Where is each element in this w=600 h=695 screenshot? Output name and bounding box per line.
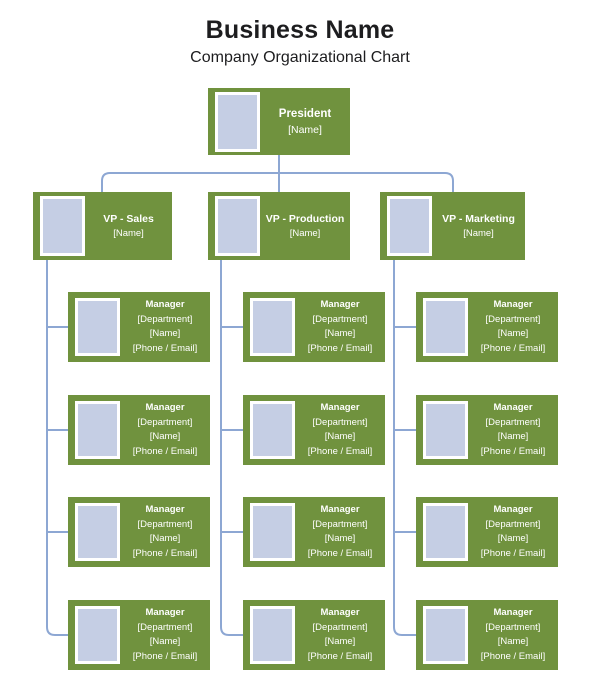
manager-contact: [Phone / Email] <box>132 342 198 354</box>
manager-department: [Department] <box>137 416 193 428</box>
manager-box: Manager [Department] [Name] [Phone / Ema… <box>68 497 210 567</box>
vp-name: [Name] <box>289 228 321 239</box>
vp-title: VP - Production <box>265 213 345 225</box>
manager-name: [Name] <box>497 328 529 339</box>
vp-production-box: VP - Production [Name] <box>208 192 350 260</box>
manager-title: Manager <box>320 607 360 618</box>
manager-name: [Name] <box>149 328 181 339</box>
manager-department: [Department] <box>312 416 368 428</box>
photo-placeholder <box>423 298 468 356</box>
manager-name: [Name] <box>497 431 529 442</box>
manager-title: Manager <box>145 607 185 618</box>
manager-department: [Department] <box>485 621 541 633</box>
manager-department: [Department] <box>137 518 193 530</box>
manager-box: Manager [Department] [Name] [Phone / Ema… <box>416 395 558 465</box>
photo-placeholder <box>40 196 85 256</box>
manager-name: [Name] <box>324 328 356 339</box>
manager-contact: [Phone / Email] <box>132 650 198 662</box>
photo-placeholder <box>75 606 120 664</box>
photo-placeholder <box>423 401 468 459</box>
manager-contact: [Phone / Email] <box>132 547 198 559</box>
manager-contact: [Phone / Email] <box>307 342 373 354</box>
photo-placeholder <box>387 196 432 256</box>
vp-sales-box: VP - Sales [Name] <box>33 192 172 260</box>
manager-contact: [Phone / Email] <box>132 445 198 457</box>
manager-title: Manager <box>320 299 360 310</box>
manager-title: Manager <box>493 299 533 310</box>
manager-name: [Name] <box>149 431 181 442</box>
manager-name: [Name] <box>497 533 529 544</box>
manager-contact: [Phone / Email] <box>307 650 373 662</box>
manager-title: Manager <box>493 402 533 413</box>
photo-placeholder <box>215 91 260 152</box>
page-subtitle: Company Organizational Chart <box>190 49 410 66</box>
manager-box: Manager [Department] [Name] [Phone / Ema… <box>68 395 210 465</box>
manager-name: [Name] <box>324 533 356 544</box>
photo-placeholder <box>423 503 468 561</box>
manager-title: Manager <box>145 402 185 413</box>
vp-title: VP - Sales <box>103 213 154 225</box>
manager-contact: [Phone / Email] <box>480 342 546 354</box>
manager-box: Manager [Department] [Name] [Phone / Ema… <box>243 292 385 362</box>
manager-department: [Department] <box>137 313 193 325</box>
manager-name: [Name] <box>324 636 356 647</box>
manager-department: [Department] <box>485 518 541 530</box>
manager-department: [Department] <box>312 518 368 530</box>
photo-placeholder <box>250 606 295 664</box>
manager-box: Manager [Department] [Name] [Phone / Ema… <box>68 600 210 670</box>
manager-department: [Department] <box>312 313 368 325</box>
manager-name: [Name] <box>149 533 181 544</box>
manager-department: [Department] <box>485 313 541 325</box>
manager-title: Manager <box>320 402 360 413</box>
photo-placeholder <box>215 196 260 256</box>
manager-contact: [Phone / Email] <box>480 445 546 457</box>
manager-department: [Department] <box>137 621 193 633</box>
photo-placeholder <box>423 606 468 664</box>
photo-placeholder <box>75 503 120 561</box>
president-title: President <box>278 107 332 120</box>
manager-box: Manager [Department] [Name] [Phone / Ema… <box>416 497 558 567</box>
manager-department: [Department] <box>485 416 541 428</box>
manager-name: [Name] <box>497 636 529 647</box>
photo-placeholder <box>75 298 120 356</box>
manager-box: Manager [Department] [Name] [Phone / Ema… <box>243 600 385 670</box>
manager-title: Manager <box>145 299 185 310</box>
photo-placeholder <box>250 298 295 356</box>
manager-box: Manager [Department] [Name] [Phone / Ema… <box>68 292 210 362</box>
vp-name: [Name] <box>113 228 144 239</box>
manager-name: [Name] <box>149 636 181 647</box>
manager-box: Manager [Department] [Name] [Phone / Ema… <box>243 395 385 465</box>
president-box: President [Name] <box>208 88 350 155</box>
manager-box: Manager [Department] [Name] [Phone / Ema… <box>416 292 558 362</box>
manager-department: [Department] <box>312 621 368 633</box>
photo-placeholder <box>250 401 295 459</box>
manager-box: Manager [Department] [Name] [Phone / Ema… <box>416 600 558 670</box>
vp-marketing-box: VP - Marketing [Name] <box>380 192 525 260</box>
manager-contact: [Phone / Email] <box>480 650 546 662</box>
manager-title: Manager <box>145 504 185 515</box>
photo-placeholder <box>75 401 120 459</box>
president-name: [Name] <box>288 123 322 136</box>
vp-name: [Name] <box>463 228 494 239</box>
manager-contact: [Phone / Email] <box>307 547 373 559</box>
photo-placeholder <box>250 503 295 561</box>
manager-name: [Name] <box>324 431 356 442</box>
manager-contact: [Phone / Email] <box>480 547 546 559</box>
manager-box: Manager [Department] [Name] [Phone / Ema… <box>243 497 385 567</box>
manager-title: Manager <box>493 607 533 618</box>
manager-contact: [Phone / Email] <box>307 445 373 457</box>
page-title: Business Name <box>205 16 395 44</box>
vp-title: VP - Marketing <box>442 213 515 225</box>
manager-title: Manager <box>320 504 360 515</box>
manager-title: Manager <box>493 504 533 515</box>
